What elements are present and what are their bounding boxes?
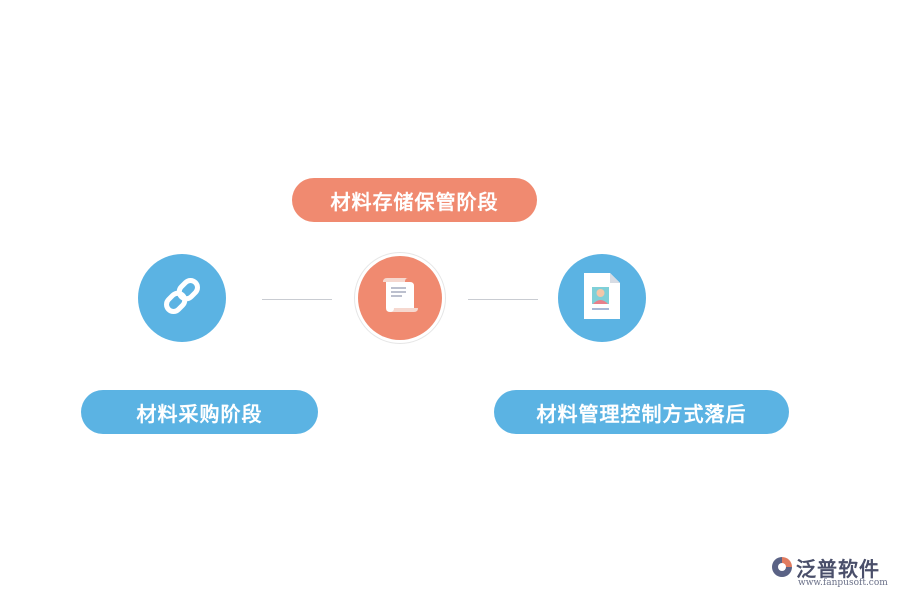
connector-right <box>468 299 538 300</box>
scroll-icon <box>378 274 422 322</box>
brand-watermark: 泛普软件 www.fanpusoft.com <box>770 553 894 591</box>
storage-stage-label: 材料存储保管阶段 <box>292 178 537 222</box>
management-stage-label: 材料管理控制方式落后 <box>494 390 789 434</box>
link-icon <box>158 272 206 324</box>
purchase-stage-label: 材料采购阶段 <box>81 390 318 434</box>
management-stage-circle <box>558 254 646 342</box>
storage-stage-circle <box>358 256 442 340</box>
brand-name: 泛普软件 <box>796 557 880 581</box>
storage-stage-label-reflection: 材料存储保管阶段 <box>292 222 537 242</box>
brand-url: www.fanpusoft.com <box>798 578 888 588</box>
id-document-icon <box>580 271 624 325</box>
connector-left <box>262 299 332 300</box>
fanpu-logo-icon <box>770 555 794 583</box>
purchase-stage-circle <box>138 254 226 342</box>
